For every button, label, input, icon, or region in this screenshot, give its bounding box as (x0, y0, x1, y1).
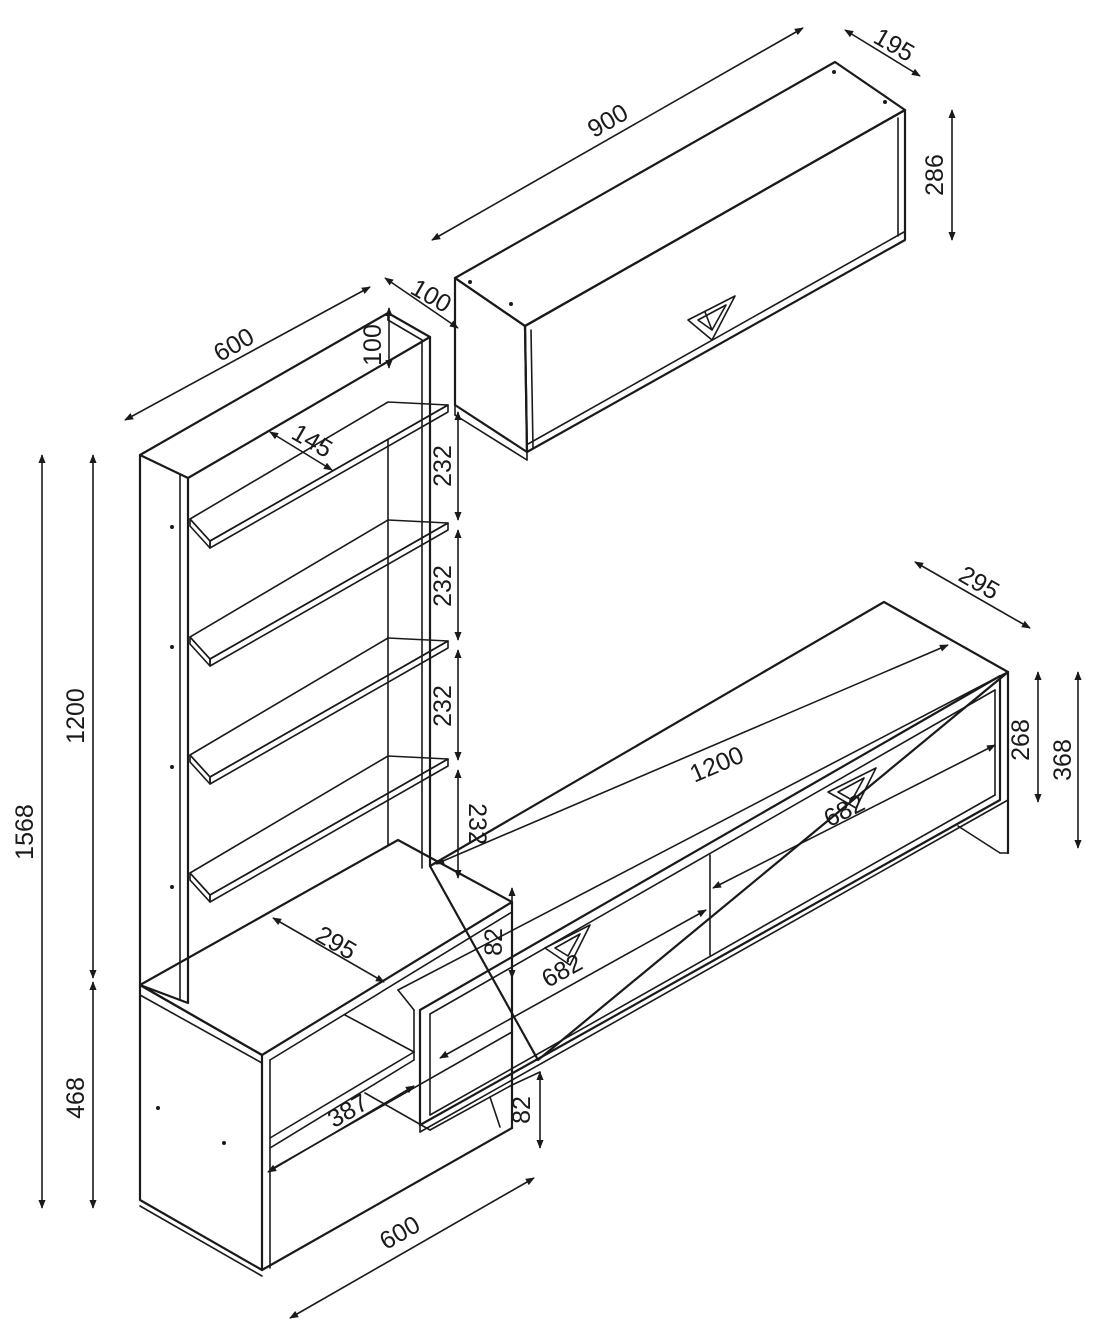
shelf-3 (189, 637, 449, 785)
dim-tv-drawer-height: 268 (1007, 719, 1035, 761)
wall-cabinet-top (453, 60, 907, 328)
wall-cabinet-front (523, 108, 907, 454)
dim-tv-leg-height: 82 (508, 1096, 536, 1124)
dim-shelf-top-gap: 100 (359, 324, 387, 366)
dim-shelf-spacing-1: 232 (429, 445, 457, 487)
dim-tower-height: 1200 (62, 688, 90, 744)
dim-shelf-spacing-3: 232 (429, 685, 457, 727)
tower-base-unit (138, 838, 514, 1277)
wall-cabinet (453, 60, 907, 461)
dim-shelf-spacing-2: 232 (429, 565, 457, 607)
dim-wall-height: 286 (921, 154, 949, 196)
dim-base-depth: 295 (311, 921, 361, 966)
dimension-lines (38, 27, 1082, 1319)
dim-wall-gap: 100 (406, 274, 456, 319)
tower-side-panel (138, 453, 190, 1005)
dim-wall-depth: 195 (869, 23, 919, 68)
handle-icon (687, 295, 736, 341)
dim-tv-top-gap: 82 (480, 928, 508, 956)
tv-stand (397, 600, 1010, 1133)
shelf-4 (189, 755, 449, 903)
dimension-labels: 900 195 286 100 600 100 145 232 232 232 … (11, 23, 1077, 1256)
wall-cabinet-left-end (453, 276, 529, 454)
dim-wall-width: 900 (583, 99, 633, 144)
dim-tv-total-height: 368 (1049, 739, 1077, 781)
dim-tv-drawer-left: 682 (537, 949, 587, 994)
tv-stand-top (428, 600, 1010, 1062)
base-left-side (138, 983, 264, 1272)
dim-base-width: 600 (375, 1211, 425, 1256)
dim-total-height: 1568 (11, 804, 39, 860)
dim-base-height: 468 (62, 1077, 90, 1119)
shelf-2 (189, 519, 449, 667)
dim-tv-depth: 295 (954, 561, 1004, 606)
dim-shelf-width: 600 (209, 323, 259, 368)
dim-shelf-spacing-4: 232 (463, 803, 491, 845)
shelf-1 (189, 401, 449, 549)
dim-tv-length: 1200 (686, 741, 748, 789)
dim-base-inner: 387 (323, 1089, 373, 1134)
